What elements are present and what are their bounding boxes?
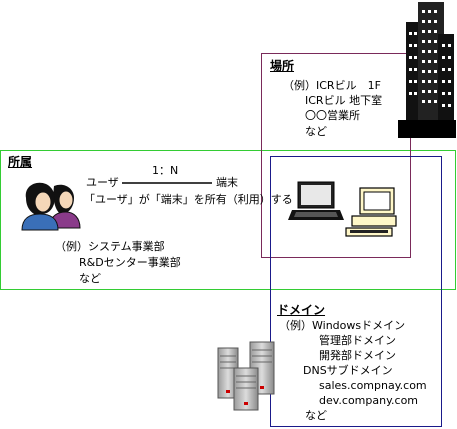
ownership-item: R&Dセンター事業部 bbox=[79, 256, 181, 269]
domain-item: など bbox=[305, 409, 327, 422]
ownership-heading: 所属 bbox=[8, 155, 33, 169]
user-terminal-connector bbox=[122, 182, 212, 184]
domain-item: DNSサブドメイン bbox=[303, 364, 393, 377]
location-item: など bbox=[305, 125, 327, 138]
ownership-example-label: （例）システム事業部 bbox=[55, 240, 165, 253]
location-box bbox=[261, 53, 411, 258]
domain-example-label: （例）Windowsドメイン bbox=[279, 319, 406, 332]
desktop-pc-icon bbox=[345, 187, 397, 237]
building-icon bbox=[398, 2, 456, 138]
ratio-label: 1：N bbox=[152, 164, 179, 177]
domain-item: 管理部ドメイン bbox=[319, 334, 396, 347]
domain-item: sales.compnay.com bbox=[319, 379, 427, 392]
relation-text: 「ユーザ」が「端末」を所有（利用）する bbox=[84, 193, 293, 206]
location-item: 〇〇営業所 bbox=[305, 109, 360, 122]
domain-item: dev.company.com bbox=[319, 394, 419, 407]
domain-heading: ドメイン bbox=[277, 303, 326, 317]
ownership-item: など bbox=[79, 272, 101, 285]
location-example-label: （例）ICRビル 1F bbox=[283, 79, 381, 92]
domain-item: 開発部ドメイン bbox=[319, 349, 396, 362]
domain-box bbox=[270, 156, 442, 427]
location-item: ICRビル 地下室 bbox=[305, 94, 383, 107]
servers-icon bbox=[217, 341, 275, 411]
location-heading: 場所 bbox=[270, 59, 295, 73]
user-label: ユーザ bbox=[86, 176, 119, 189]
terminal-label: 端末 bbox=[216, 176, 238, 189]
ownership-box bbox=[0, 150, 456, 290]
laptop-icon bbox=[288, 181, 344, 220]
users-icon bbox=[21, 182, 81, 231]
